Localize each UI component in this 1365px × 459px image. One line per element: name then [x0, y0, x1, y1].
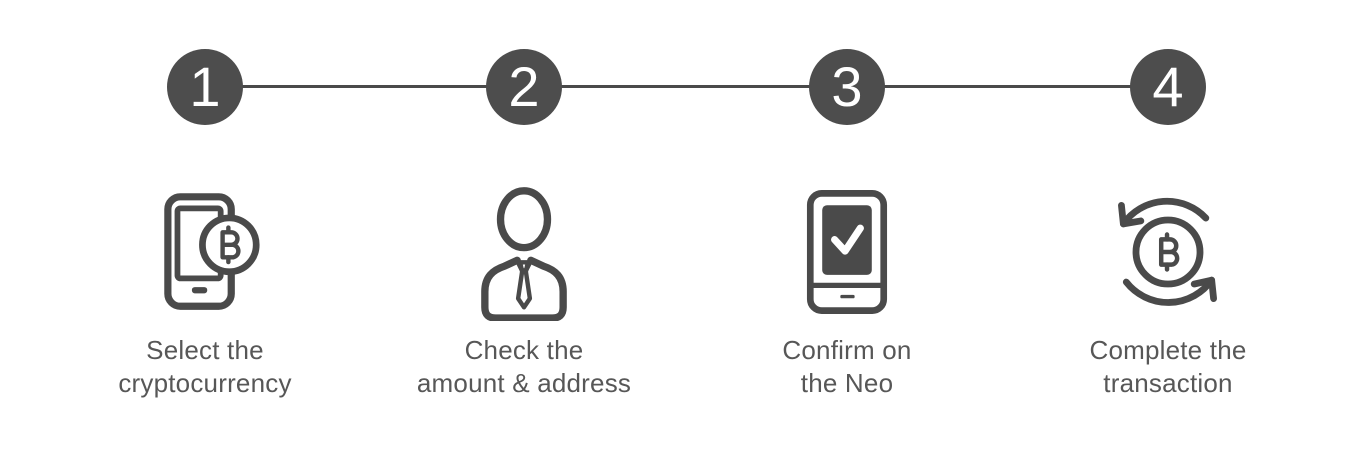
- step-label-line1: Select the: [146, 335, 264, 365]
- step-number-badge: 2: [486, 49, 562, 125]
- phone-bitcoin-icon: [164, 192, 260, 310]
- phone-body: [806, 190, 888, 314]
- step-label-line2: cryptocurrency: [118, 368, 292, 398]
- step-label-line2: the Neo: [800, 368, 894, 398]
- cycle-arrow-bottom-head: [1190, 276, 1217, 302]
- step-icon-wrap: [1018, 184, 1318, 320]
- step-label-line1: Check the: [464, 335, 584, 365]
- step-label: Check the amount & address: [374, 334, 674, 400]
- step-icon-wrap: [55, 184, 355, 320]
- bitcoin-cycle-icon: [1118, 197, 1217, 306]
- phone-screen: [822, 205, 872, 275]
- bitcoin-coin-circle: [1132, 216, 1204, 288]
- bitcoin-symbol: [220, 224, 241, 264]
- stepper-connector-line: [205, 85, 1168, 88]
- step-label-line2: amount & address: [416, 368, 632, 398]
- step-icon-wrap: [697, 184, 997, 320]
- step-label: Complete the transaction: [1018, 334, 1318, 400]
- step-3: 3 Confirm on the Neo: [697, 0, 997, 459]
- person-head: [496, 186, 552, 251]
- step-number-badge: 3: [809, 49, 885, 125]
- phone-brand-mark: [840, 294, 855, 299]
- step-label-line1: Confirm on: [782, 335, 912, 365]
- step-label: Select the cryptocurrency: [55, 334, 355, 400]
- step-4: 4 Complete the transaction: [1018, 0, 1318, 459]
- person-tie: [515, 259, 533, 310]
- person-tie-icon: [481, 186, 567, 321]
- step-icon-wrap: [374, 184, 674, 321]
- step-2: 2 Check the amount & address: [374, 0, 674, 459]
- phone-home-button: [191, 286, 208, 293]
- cycle-arrow-top: [1119, 197, 1210, 228]
- cycle-arrow-top-head: [1118, 202, 1145, 228]
- step-label-line2: transaction: [1103, 368, 1233, 398]
- step-number-badge: 1: [167, 49, 243, 125]
- bitcoin-symbol: [1158, 232, 1180, 272]
- step-label-line1: Complete the: [1089, 335, 1247, 365]
- step-number-badge: 4: [1130, 49, 1206, 125]
- person-body: [481, 256, 567, 321]
- cycle-arrow-bottom: [1122, 276, 1216, 306]
- checkmark-icon: [831, 224, 864, 255]
- step-label: Confirm on the Neo: [697, 334, 997, 400]
- phone-check-icon: [806, 190, 888, 314]
- step-1: 1 Select the cryptocurrency: [55, 0, 355, 459]
